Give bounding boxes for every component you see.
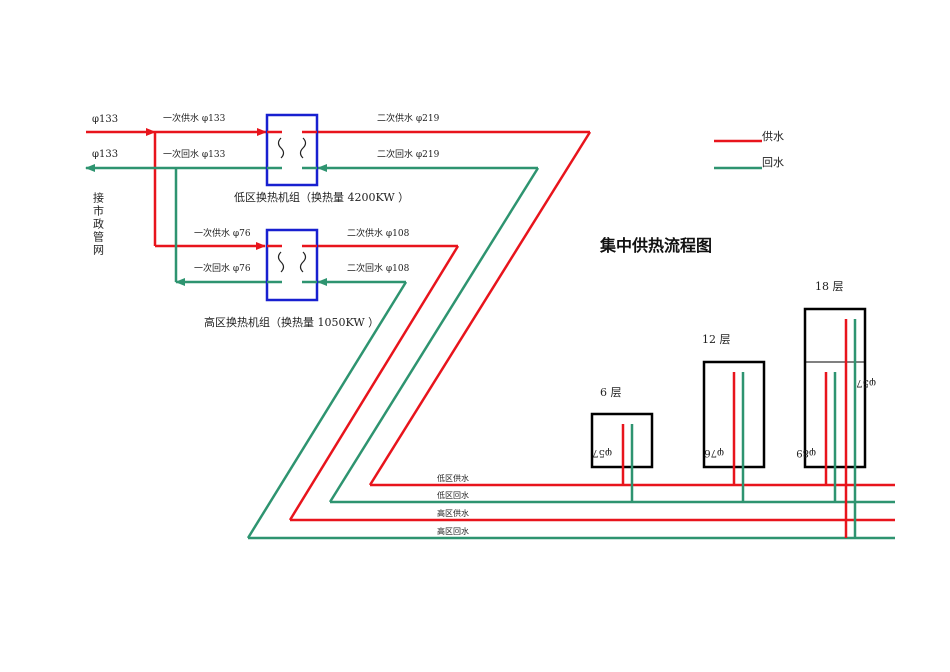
high-secondary-return-label: 二次回水 φ108: [347, 262, 410, 274]
high-zone-secondary-supply: [288, 244, 895, 522]
legend: 供水 回水: [714, 129, 784, 170]
high-zone-heat-exchanger: [265, 228, 319, 302]
inlet-return-label: φ133: [92, 149, 118, 160]
diagram-title: 集中供热流程图: [599, 236, 712, 255]
high-zone-unit-label: 高区换热机组（换热量 1050KW ）: [204, 315, 379, 329]
main-high-return-label: 高区回水: [437, 526, 469, 536]
main-high-supply-label: 高区供水: [437, 508, 469, 518]
primary-return-pipes: [85, 164, 266, 286]
building-18-floors: [803, 307, 867, 538]
coil-icon: [277, 251, 307, 273]
high-zone-secondary-return: [246, 278, 895, 540]
connect-municipal-label: 接市政管网: [92, 192, 105, 257]
low-secondary-return-label: 二次回水 φ219: [377, 148, 440, 160]
building-6-floors: [590, 412, 654, 502]
high-secondary-supply-label: 二次供水 φ108: [347, 227, 410, 239]
low-zone-unit-label: 低区换热机组（换热量 4200KW ）: [234, 190, 409, 204]
building-18-pipe-label: φ89: [796, 447, 816, 458]
building-18-floors-label: 18 层: [815, 280, 844, 293]
low-secondary-supply-label: 二次供水 φ219: [377, 112, 440, 124]
high-primary-supply-label: 一次供水 φ76: [194, 227, 251, 239]
legend-return-label: 回水: [762, 156, 784, 169]
main-low-return-label: 低区回水: [437, 490, 469, 500]
building-6-floors-label: 6 层: [600, 386, 622, 399]
building-12-floors-label: 12 层: [702, 333, 731, 346]
building-18-pipe2-label: φ57: [856, 377, 876, 388]
inlet-supply-label: φ133: [92, 114, 118, 125]
building-12-floors: [702, 360, 766, 502]
primary-supply-pipes: [86, 128, 267, 250]
low-primary-return-label: 一次回水 φ133: [163, 148, 226, 160]
high-primary-return-label: 一次回水 φ76: [194, 262, 251, 274]
legend-supply-label: 供水: [762, 129, 784, 143]
building-12-pipe-label: φ76: [704, 447, 724, 458]
low-zone-heat-exchanger: [265, 113, 319, 187]
coil-icon: [277, 137, 307, 159]
low-primary-supply-label: 一次供水 φ133: [163, 112, 226, 124]
main-low-supply-label: 低区供水: [437, 473, 469, 483]
low-zone-secondary-return: [317, 164, 895, 504]
building-6-pipe-label: φ57: [592, 447, 612, 458]
